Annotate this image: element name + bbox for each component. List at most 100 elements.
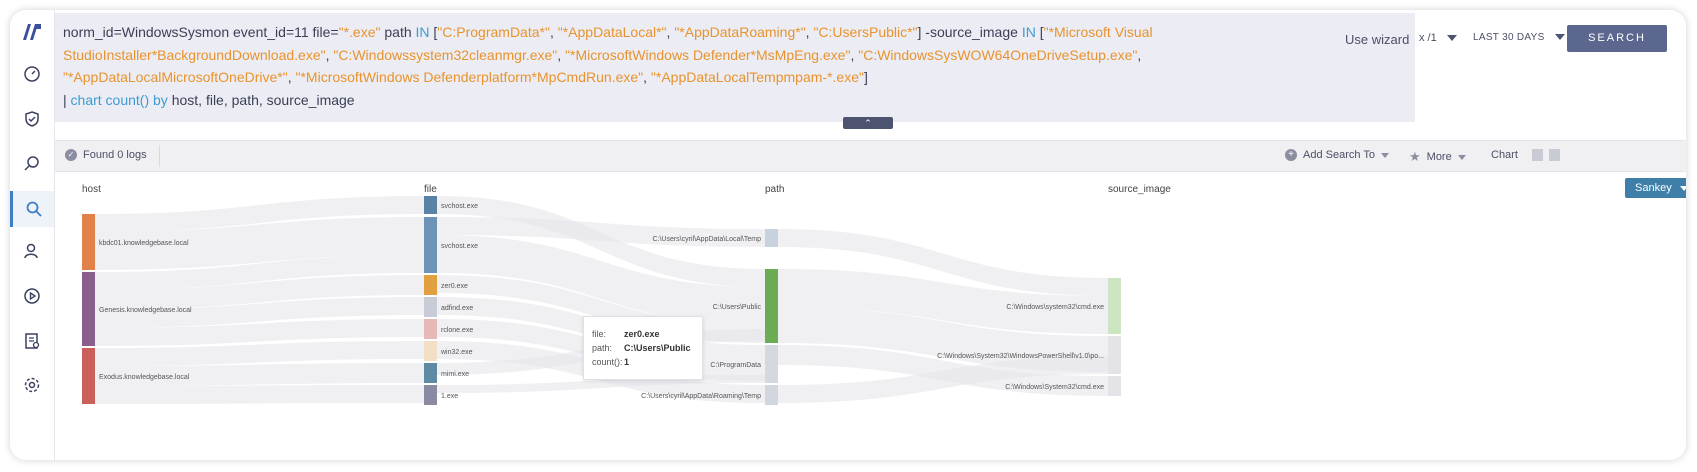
sankey-column-header: path	[765, 184, 784, 195]
sankey-link	[437, 217, 765, 247]
chevron-down-icon	[1446, 35, 1457, 42]
sankey-node-label: C:\Windows\system32\cmd.exe	[1006, 304, 1104, 311]
sankey-node	[1108, 336, 1121, 374]
tooltip-file-value: zer0.exe	[624, 329, 660, 339]
sankey-node-label: kbdc01.knowledgebase.local	[99, 240, 189, 247]
user-settings-icon[interactable]	[19, 238, 45, 264]
time-range-label: LAST 30 DAYS	[1473, 32, 1545, 43]
report-icon[interactable]	[19, 328, 45, 354]
add-search-to-label: Add Search To	[1303, 149, 1375, 161]
sankey-node-label: rclone.exe	[441, 327, 473, 334]
query-line-3: "*AppDataLocalMicrosoftOneDrive*", "*Mic…	[63, 69, 868, 85]
chart-view-control: Chart	[1491, 149, 1560, 161]
main-area: norm_id=WindowsSysmon event_id=11 file="…	[55, 10, 1686, 460]
sankey-link	[95, 217, 424, 270]
more-button[interactable]: ★ More	[1409, 149, 1466, 165]
search-analytics-icon[interactable]	[19, 150, 45, 176]
tooltip-count-value: 1	[624, 357, 630, 367]
full-view-icon[interactable]	[1548, 149, 1560, 161]
results-toolbar: ✓ Found 0 logs + Add Search To ★ More Ch…	[55, 140, 1686, 172]
sankey-column-header: file	[424, 184, 437, 195]
more-label: More	[1426, 151, 1452, 163]
sankey-node-label: C:\Users\cyril\AppData\Local\Temp	[652, 236, 761, 243]
sankey-node	[424, 297, 437, 317]
sankey-node-label: C:\Windows\System32\cmd.exe	[1005, 384, 1104, 391]
query-line-4: | chart count() by host, file, path, sou…	[63, 91, 355, 108]
sankey-node	[424, 196, 437, 214]
sankey-link	[95, 363, 424, 386]
tooltip-file-label: file:	[592, 329, 607, 339]
collapse-query-button[interactable]: ⌃	[843, 117, 893, 129]
tooltip-count-label: count():	[592, 357, 623, 367]
query-text: norm_id=WindowsSysmon event_id=11 file="…	[63, 21, 1383, 111]
sankey-node-label: svchost.exe	[441, 243, 478, 250]
sankey-link	[95, 196, 424, 232]
chevron-down-icon	[1679, 185, 1686, 191]
sankey-link	[95, 385, 424, 404]
search-icon[interactable]	[10, 191, 54, 227]
search-button[interactable]: SEARCH	[1567, 25, 1667, 52]
chevron-down-icon	[1380, 152, 1389, 158]
sankey-node	[424, 217, 437, 273]
repo-selector[interactable]: x /1	[1419, 32, 1457, 44]
sankey-node	[424, 275, 437, 295]
sankey-link	[437, 235, 765, 325]
query-editor[interactable]: norm_id=WindowsSysmon event_id=11 file="…	[55, 13, 1415, 122]
found-logs-label: Found 0 logs	[83, 149, 147, 161]
sankey-node-label: adfind.exe	[441, 305, 473, 312]
time-range-selector[interactable]: LAST 30 DAYS	[1473, 32, 1565, 43]
sankey-link	[778, 229, 1108, 296]
sankey-node-label: mimi.exe	[441, 371, 469, 378]
check-circle-icon: ✓	[65, 149, 77, 161]
sankey-node	[765, 229, 778, 247]
sankey-column-header: source_image	[1108, 184, 1171, 195]
sankey-link	[95, 319, 424, 346]
add-search-to-button[interactable]: + Add Search To	[1285, 149, 1389, 161]
chevron-down-icon	[1554, 34, 1565, 41]
found-logs-status: ✓ Found 0 logs	[65, 149, 147, 161]
sankey-node	[82, 214, 95, 270]
tooltip-path-value: C:\Users\Public	[624, 343, 691, 353]
sankey-node-label: C:\Users\Public	[713, 304, 762, 311]
sankey-node	[765, 345, 778, 383]
sankey-node-label: C:\ProgramData	[710, 362, 761, 369]
shield-check-icon[interactable]	[19, 106, 45, 132]
chart-tooltip: file: zer0.exe path: C:\Users\Public cou…	[583, 316, 703, 380]
chevron-down-icon	[1457, 154, 1466, 160]
sankey-link	[778, 269, 1108, 334]
chevron-up-icon: ⌃	[864, 118, 872, 128]
app-logo	[23, 24, 41, 40]
chart-label: Chart	[1491, 149, 1518, 161]
sankey-node	[424, 341, 437, 361]
sankey-node-label: Exodus.knowledgebase.local	[99, 374, 190, 381]
sankey-node	[765, 385, 778, 405]
sankey-link	[778, 356, 1108, 403]
query-line-1: norm_id=WindowsSysmon event_id=11 file="…	[63, 24, 1153, 40]
sankey-node	[82, 348, 95, 404]
toolbar-divider	[159, 145, 160, 167]
sankey-link	[95, 255, 424, 290]
sankey-node-label: zer0.exe	[441, 283, 468, 290]
sankey-node	[424, 385, 437, 405]
star-icon: ★	[1409, 149, 1421, 164]
dashboard-icon[interactable]	[19, 61, 45, 87]
sankey-node	[82, 272, 95, 346]
sidebar	[10, 10, 55, 460]
sankey-node	[1108, 376, 1121, 396]
use-wizard-link[interactable]: Use wizard	[1345, 32, 1410, 47]
query-line-2: StudioInstaller*BackgroundDownload.exe",…	[63, 46, 1142, 63]
play-circle-icon[interactable]	[19, 283, 45, 309]
plus-circle-icon: +	[1285, 149, 1297, 161]
gear-icon[interactable]	[19, 372, 45, 398]
chart-type-selector[interactable]: Sankey	[1625, 178, 1686, 198]
sankey-node-label: svchost.exe	[441, 203, 478, 210]
sankey-node-label: 1.exe	[441, 393, 458, 400]
split-view-icon[interactable]	[1531, 149, 1543, 161]
sankey-node-label: C:\Windows\System32\WindowsPowerShell\v1…	[937, 353, 1104, 360]
app-window: norm_id=WindowsSysmon event_id=11 file="…	[10, 10, 1686, 460]
sankey-link	[778, 307, 1108, 372]
sankey-node-label: C:\Users\cyril\AppData\Roaming\Temp	[641, 393, 761, 400]
sankey-node	[765, 269, 778, 343]
tooltip-path-label: path:	[592, 343, 613, 353]
